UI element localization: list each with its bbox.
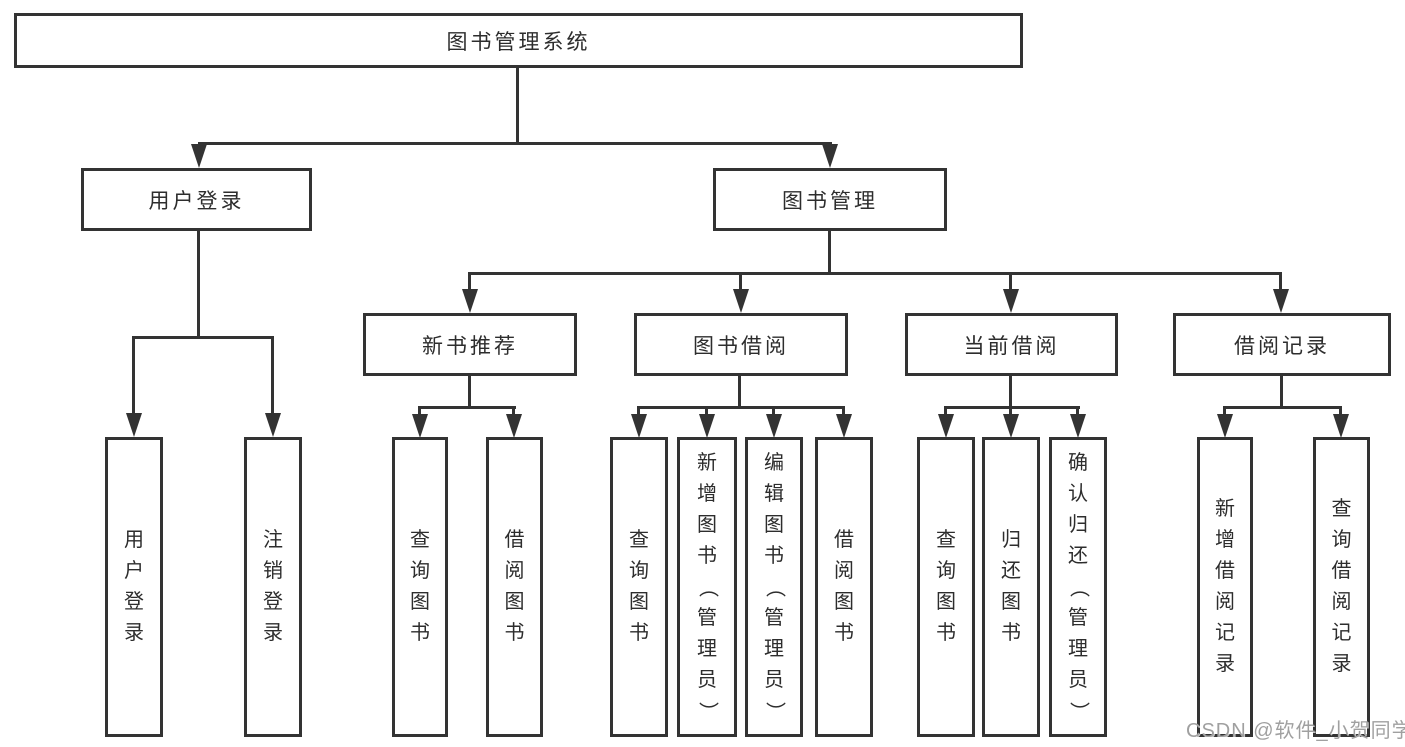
edge-drop-current-borrowing <box>1009 272 1012 292</box>
edge-drop-confirm-return <box>1076 406 1079 416</box>
edge-book-management-stem <box>828 231 831 275</box>
edge-new-book-bar <box>418 406 516 409</box>
edge-drop-query-books-3 <box>944 406 947 416</box>
arrow-to-borrowing-records <box>1273 289 1289 313</box>
edge-root-stem <box>516 68 519 142</box>
arrow-to-borrow-books-2 <box>836 414 852 438</box>
node-user-login: 用户登录 <box>81 168 312 231</box>
leaf-add-borrow-record: 新增借阅记录 <box>1197 437 1253 737</box>
arrow-to-leaf-logout <box>265 413 281 437</box>
edge-current-borrowing-stem <box>1009 376 1012 409</box>
leaf-user-login: 用户登录 <box>105 437 163 737</box>
edge-drop-edit-book <box>772 406 775 416</box>
arrow-to-query-books-1 <box>412 414 428 438</box>
leaf-logout: 注销登录 <box>244 437 302 737</box>
arrow-to-add-book <box>699 414 715 438</box>
edge-drop-new-book <box>468 272 471 292</box>
edge-drop-leaf-logout <box>271 336 274 414</box>
arrow-to-new-book-recommendation <box>462 289 478 313</box>
edge-drop-borrowing-records <box>1279 272 1282 292</box>
arrow-to-book-management <box>822 144 838 168</box>
leaf-borrow-books-under-borrowing: 借阅图书 <box>815 437 873 737</box>
edge-drop-borrow-books-2 <box>842 406 845 416</box>
edge-user-login-bar <box>132 336 273 339</box>
edge-drop-leaf-user-login <box>132 336 135 414</box>
arrow-to-leaf-user-login <box>126 413 142 437</box>
leaf-query-books-under-current: 查询图书 <box>917 437 975 737</box>
leaf-return-book: 归还图书 <box>982 437 1040 737</box>
edge-drop-add-borrow-record <box>1223 406 1226 416</box>
node-library-management-system: 图书管理系统 <box>14 13 1023 68</box>
leaf-query-books-under-borrowing: 查询图书 <box>610 437 668 737</box>
arrow-to-book-borrowing <box>733 289 749 313</box>
edge-drop-query-borrow-record <box>1339 406 1342 416</box>
arrow-to-confirm-return <box>1070 414 1086 438</box>
edge-borrowing-records-bar <box>1223 406 1342 409</box>
edge-drop-query-books-1 <box>418 406 421 416</box>
edge-drop-query-books-2 <box>637 406 640 416</box>
arrow-to-query-borrow-record <box>1333 414 1349 438</box>
edge-root-bar <box>198 142 832 145</box>
leaf-edit-book-admin: 编辑图书（管理员） <box>745 437 803 737</box>
leaf-query-borrow-record: 查询借阅记录 <box>1313 437 1370 737</box>
leaf-confirm-return-admin: 确认归还（管理员） <box>1049 437 1107 737</box>
arrow-to-query-books-2 <box>631 414 647 438</box>
edge-book-borrowing-bar <box>637 406 845 409</box>
edge-borrowing-records-stem <box>1280 376 1283 409</box>
arrow-to-user-login <box>191 144 207 168</box>
arrow-to-borrow-books-1 <box>506 414 522 438</box>
arrow-to-current-borrowing <box>1003 289 1019 313</box>
edge-drop-book-borrowing <box>739 272 742 292</box>
leaf-borrow-books-under-new-book: 借阅图书 <box>486 437 543 737</box>
arrow-to-return-book <box>1003 414 1019 438</box>
arrow-to-add-borrow-record <box>1217 414 1233 438</box>
arrow-to-edit-book <box>766 414 782 438</box>
edge-user-login-stem <box>197 231 200 338</box>
node-book-borrowing: 图书借阅 <box>634 313 848 376</box>
leaf-add-book-admin: 新增图书（管理员） <box>677 437 737 737</box>
node-current-borrowing: 当前借阅 <box>905 313 1118 376</box>
edge-book-management-bar <box>469 272 1282 275</box>
edge-new-book-stem <box>468 376 471 409</box>
watermark-csdn: CSDN @软件_小贺同学 <box>1186 720 1405 742</box>
arrow-to-query-books-3 <box>938 414 954 438</box>
edge-current-borrowing-bar <box>944 406 1080 409</box>
node-borrowing-records: 借阅记录 <box>1173 313 1391 376</box>
edge-drop-return-book <box>1009 406 1012 416</box>
leaf-query-books-under-new-book: 查询图书 <box>392 437 448 737</box>
node-new-book-recommendation: 新书推荐 <box>363 313 577 376</box>
edge-book-borrowing-stem <box>738 376 741 409</box>
edge-drop-borrow-books-1 <box>512 406 515 416</box>
edge-drop-add-book <box>705 406 708 416</box>
node-book-management: 图书管理 <box>713 168 947 231</box>
